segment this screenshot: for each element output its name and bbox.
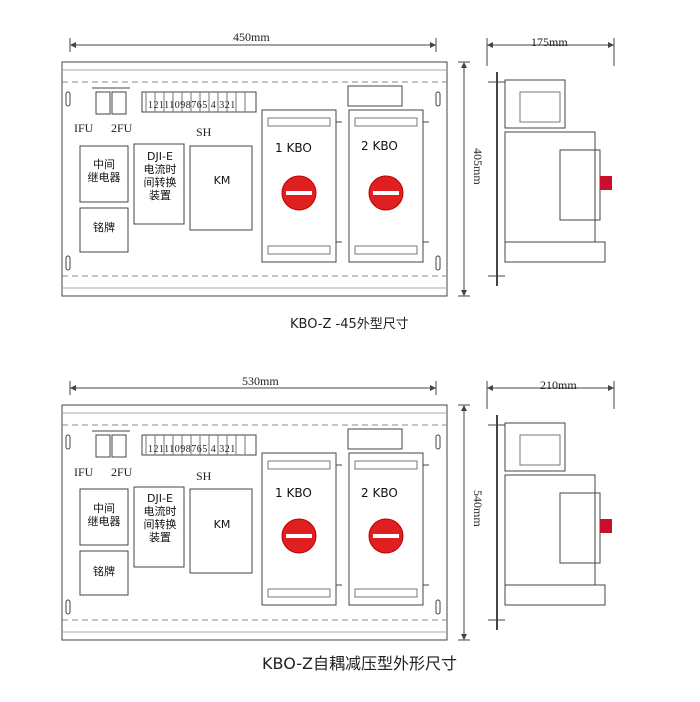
side-switch-body-2 [504, 474, 596, 586]
switch-2-bottom-plate-2 [354, 588, 418, 598]
timer-device-label-1: DJI-E 电流时 间转换 装置 [143, 150, 177, 202]
terminal-block-label-2: SH [196, 469, 212, 483]
side-knob-2 [600, 519, 612, 533]
fuse-2-1 [111, 91, 127, 115]
nameplate-label-2: 铭牌 [93, 565, 115, 578]
fuse-1fu-label-2: IFU [74, 465, 94, 479]
height-arrow-bottom-1 [461, 290, 467, 296]
caption-1: KBO-Z -45外型尺寸 [290, 317, 409, 332]
depth-dimension-1: 175mm [531, 35, 568, 49]
relay-box-1 [79, 145, 129, 203]
switch-1-top-plate-1 [267, 117, 331, 127]
width-arrow-left-1 [70, 42, 76, 48]
mount-slot-3-1 [65, 255, 71, 271]
caption-2: KBO-Z自耦减压型外形尺寸 [262, 654, 457, 673]
width-arrow-right-1 [430, 42, 436, 48]
width-dimension-1: 450mm [233, 30, 270, 44]
switch-1-body-1 [261, 109, 337, 263]
width-arrow-left-2 [70, 385, 76, 391]
fuse-2fu-label-2: 2FU [111, 465, 133, 479]
aux-terminal-1 [347, 85, 403, 107]
switch-1-body-2 [261, 452, 337, 606]
mount-slot-2-2 [435, 434, 441, 450]
side-knob-1 [600, 176, 612, 190]
panel-outline-1 [61, 61, 448, 297]
terminal-block-label-1: SH [196, 125, 212, 139]
fuse-2fu-label-1: 2FU [111, 121, 133, 135]
side-switch-front-1 [559, 149, 601, 221]
side-terminal-inner-1 [519, 91, 561, 123]
depth-dimension-2: 210mm [540, 378, 577, 392]
contactor-label-1: KM [213, 174, 231, 187]
side-switch-front-2 [559, 492, 601, 564]
width-dimension-2: 530mm [242, 374, 279, 388]
switch-2-body-1 [348, 109, 424, 263]
switch-2-label-1: 2 KBO [361, 139, 398, 153]
switch-2-knob-bar-2 [373, 534, 399, 538]
nameplate-box-1 [79, 207, 129, 253]
switch-2-bottom-plate-1 [354, 245, 418, 255]
side-terminal-2 [504, 422, 566, 472]
mount-slot-2-1 [435, 91, 441, 107]
mount-slot-4-2 [435, 599, 441, 615]
terminal-strip-2 [141, 434, 257, 456]
fuse-1-1 [95, 91, 111, 115]
switch-1-knob-bar-1 [286, 191, 312, 195]
timer-box-1 [133, 143, 185, 225]
mount-slot-1-1 [65, 91, 71, 107]
switch-1-bottom-plate-2 [267, 588, 331, 598]
height-arrow-top-1 [461, 62, 467, 68]
mount-slot-4-1 [435, 255, 441, 271]
switch-1-bottom-plate-1 [267, 245, 331, 255]
nameplate-box-2 [79, 550, 129, 596]
terminal-strip-1 [141, 91, 257, 113]
depth-arrow-left-2 [487, 385, 493, 391]
relay-label-2: 中间 继电器 [87, 502, 121, 528]
switch-2-label-2: 2 KBO [361, 486, 398, 500]
contactor-box-2 [189, 488, 253, 574]
side-switch-body-1 [504, 131, 596, 243]
switch-1-knob-bar-2 [286, 534, 312, 538]
timer-device-label-2: DJI-E 电流时 间转换 装置 [143, 492, 177, 544]
panel-outline-2 [61, 404, 448, 641]
terminal-numbers-1: 12111098765 4 321 [148, 100, 236, 111]
fuse-1fu-label-1: IFU [74, 121, 94, 135]
side-base-2 [504, 584, 606, 606]
height-dimension-2: 540mm [471, 490, 485, 527]
fuse-2-2 [111, 434, 127, 458]
fuse-1-2 [95, 434, 111, 458]
switch-2-top-plate-2 [354, 460, 418, 470]
mount-slot-1-2 [65, 434, 71, 450]
side-base-1 [504, 241, 606, 263]
switch-2-body-2 [348, 452, 424, 606]
aux-terminal-2 [347, 428, 403, 450]
mount-slot-3-2 [65, 599, 71, 615]
height-arrow-bottom-2 [461, 634, 467, 640]
side-terminal-inner-2 [519, 434, 561, 466]
relay-box-2 [79, 488, 129, 546]
switch-2-knob-bar-1 [373, 191, 399, 195]
height-dimension-1: 405mm [471, 148, 485, 185]
contactor-label-2: KM [213, 518, 231, 531]
depth-arrow-right-1 [608, 42, 614, 48]
timer-box-2 [133, 486, 185, 568]
switch-1-label-2: 1 KBO [275, 486, 312, 500]
side-terminal-1 [504, 79, 566, 129]
height-arrow-top-2 [461, 405, 467, 411]
depth-arrow-left-1 [487, 42, 493, 48]
switch-1-top-plate-2 [267, 460, 331, 470]
depth-arrow-right-2 [608, 385, 614, 391]
terminal-numbers-2: 12111098765 4 321 [148, 444, 236, 455]
width-arrow-right-2 [430, 385, 436, 391]
contactor-box-1 [189, 145, 253, 231]
switch-2-top-plate-1 [354, 117, 418, 127]
relay-label-1: 中间 继电器 [87, 158, 121, 184]
nameplate-label-1: 铭牌 [93, 221, 115, 234]
switch-1-label-1: 1 KBO [275, 141, 312, 155]
